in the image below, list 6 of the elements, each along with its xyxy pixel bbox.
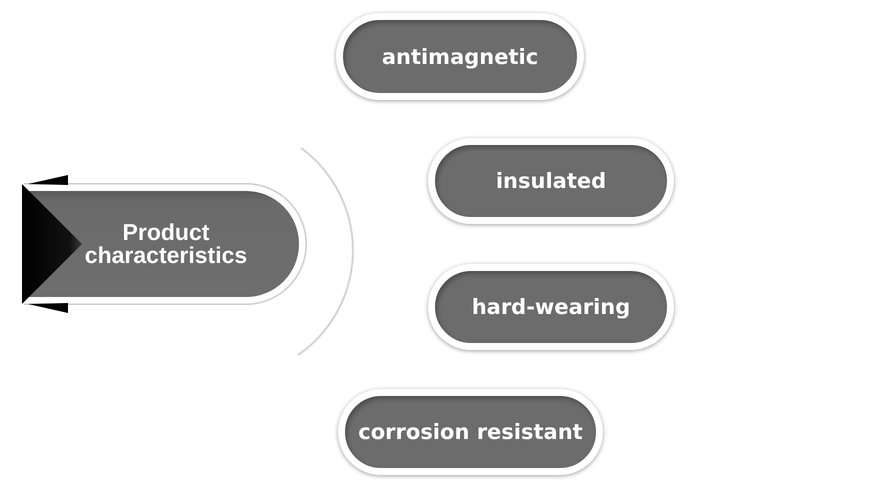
- pill-label: hard-wearing: [472, 295, 630, 319]
- pill-label: insulated: [496, 169, 606, 193]
- pill-label: antimagnetic: [382, 44, 538, 68]
- pill-label: corrosion resistant: [358, 420, 583, 444]
- heading-text: Product characteristics: [84, 221, 248, 267]
- heading-tab: [82, 183, 307, 305]
